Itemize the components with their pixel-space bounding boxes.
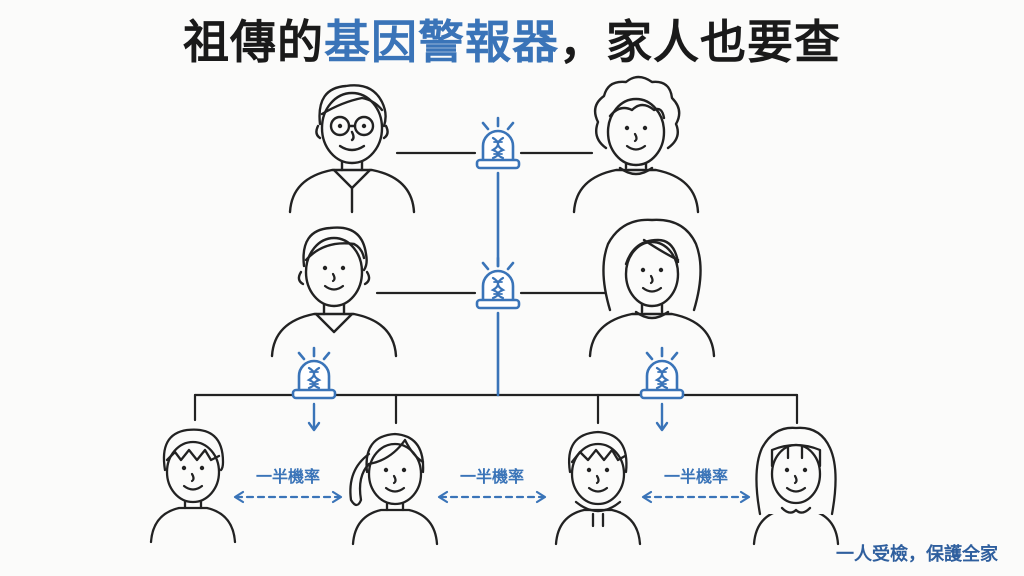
child-boy-icon xyxy=(554,430,642,546)
title-highlight: 基因警報器 xyxy=(324,15,559,69)
sibling-arrows xyxy=(233,490,751,504)
child-boy-icon xyxy=(149,428,237,544)
gene-alarm-icon xyxy=(475,116,521,170)
inheritance-arrows xyxy=(307,402,669,432)
page-title: 祖傳的基因警報器，家人也要查 xyxy=(0,6,1024,72)
gene-alarm-icon xyxy=(475,256,521,310)
grandfather-icon xyxy=(288,84,416,214)
footer-slogan: 一人受檢，保護全家 xyxy=(836,544,998,565)
title-suffix: ，家人也要查 xyxy=(559,15,841,69)
gene-alarm-icon xyxy=(639,346,685,400)
probability-label: 一半機率 xyxy=(664,467,728,486)
child-girl-icon xyxy=(349,432,439,546)
mother-icon xyxy=(588,218,716,358)
grandmother-icon xyxy=(572,75,700,214)
gene-alarm-icon xyxy=(291,346,337,400)
title-prefix: 祖傳的 xyxy=(183,15,324,69)
child-girl-icon xyxy=(752,426,840,546)
probability-label: 一半機率 xyxy=(460,467,524,486)
father-icon xyxy=(270,226,398,358)
probability-label: 一半機率 xyxy=(256,467,320,486)
